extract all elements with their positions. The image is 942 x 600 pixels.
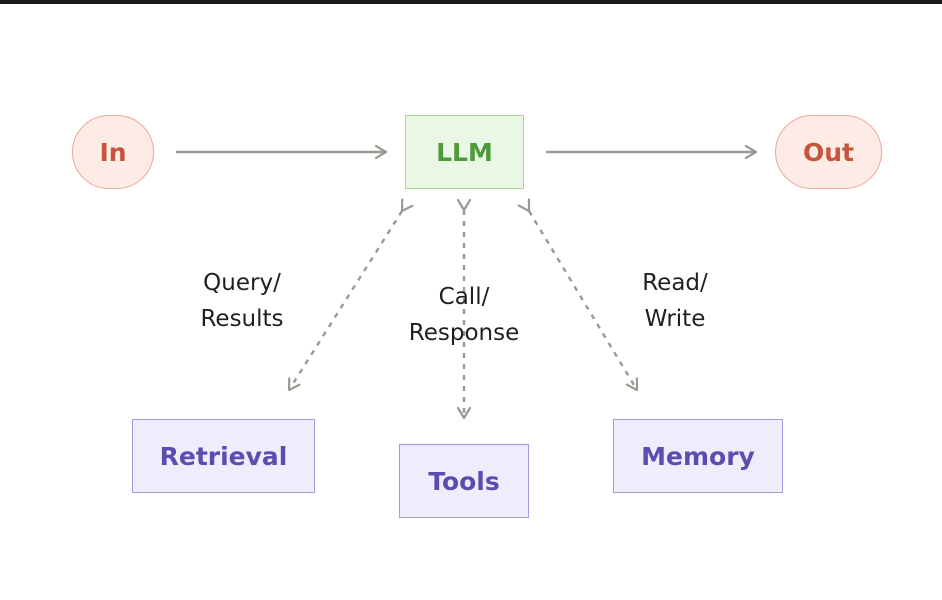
node-retrieval: Retrieval bbox=[132, 419, 315, 493]
edge-label-tools-line-1: Call/ bbox=[438, 284, 490, 310]
arrow-llm-retrieval bbox=[289, 211, 402, 390]
node-tools: Tools bbox=[399, 444, 529, 518]
node-retrieval-label: Retrieval bbox=[159, 441, 288, 471]
node-in-label: In bbox=[99, 137, 127, 167]
node-memory-label: Memory bbox=[641, 441, 755, 471]
node-memory: Memory bbox=[613, 419, 783, 493]
node-llm-label: LLM bbox=[436, 137, 493, 167]
edge-label-memory: Read/ Write bbox=[610, 265, 740, 337]
edge-label-memory-line-1: Read/ bbox=[642, 270, 708, 296]
node-tools-label: Tools bbox=[428, 466, 500, 496]
edge-label-memory-line-2: Write bbox=[644, 306, 706, 332]
node-out-label: Out bbox=[802, 137, 854, 167]
edge-label-tools-line-2: Response bbox=[408, 320, 520, 346]
edge-label-tools: Call/ Response bbox=[389, 279, 539, 351]
edge-label-retrieval: Query/ Results bbox=[172, 265, 312, 337]
edge-label-retrieval-line-1: Query/ bbox=[203, 270, 281, 296]
node-llm: LLM bbox=[405, 115, 524, 189]
node-in: In bbox=[72, 115, 154, 189]
node-out: Out bbox=[775, 115, 882, 189]
top-border bbox=[0, 0, 942, 4]
arrow-llm-memory bbox=[529, 211, 637, 390]
edge-label-retrieval-line-2: Results bbox=[200, 306, 284, 332]
